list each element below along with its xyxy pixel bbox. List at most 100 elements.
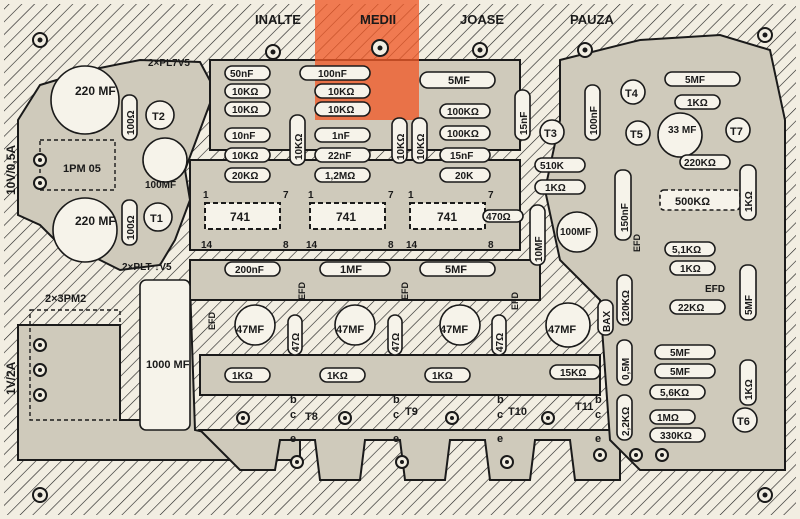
plug-bottom-label: 2×PLT ↓V5 (122, 262, 172, 273)
cap-220mf-bottom (52, 197, 118, 263)
lbl-500k: 500KΩ (675, 196, 710, 208)
cap-100mf-mid (556, 211, 598, 253)
lbl-10k-v1: 10KΩ (294, 134, 305, 160)
ic-pin-8-a: 8 (283, 240, 289, 251)
lbl-10nf: 10nF (232, 131, 255, 142)
lbl-5-6k: 5,6KΩ (660, 388, 689, 399)
pin-e-t9: e (393, 433, 399, 445)
label-47mf-1: 47MF (236, 324, 264, 336)
lbl-0-5m: 0,5M (621, 358, 632, 380)
ic-pin-8-b: 8 (388, 240, 394, 251)
pin-b-t10: b (497, 394, 504, 406)
lbl-t5: T5 (630, 129, 643, 141)
lbl-1k-a: 1KΩ (545, 183, 566, 194)
lbl-100-a: 100Ω (126, 110, 137, 135)
ic-label-c: 741 (437, 210, 457, 224)
lbl-100nf: 100nF (318, 69, 347, 80)
copper-lower-row (199, 354, 601, 396)
ic-pin-8-c: 8 (488, 240, 494, 251)
lbl-5mf-b2: 5MF (670, 367, 690, 378)
ic-741-medii (309, 202, 386, 230)
lbl-47-2: 47Ω (391, 333, 402, 352)
lbl-t1: T1 (150, 213, 163, 225)
band-label-joase: JOASE (460, 12, 504, 27)
cap-33mf (657, 112, 703, 158)
lbl-1k-d: 1KΩ (232, 371, 253, 382)
lbl-510k: 510K (540, 161, 565, 172)
lbl-10k-v3: 10KΩ (416, 134, 427, 160)
medii-highlight (315, 0, 419, 120)
pin-c-t8: c (290, 409, 296, 421)
label-33mf: 33 MF (668, 125, 696, 136)
ic-label-a: 741 (230, 210, 250, 224)
ic-pin-1-a: 1 (203, 190, 209, 201)
plug-outline (29, 309, 121, 421)
ic-741-joase (409, 202, 486, 230)
label-220mf-b: 220 MF (75, 214, 116, 228)
ic-label-b: 741 (336, 210, 356, 224)
cap-220mf-top (50, 65, 120, 135)
lbl-efd-2: EFD (297, 281, 307, 300)
lbl-150nf: 150nF (620, 203, 631, 232)
lbl-1-2m: 1,2MΩ (325, 171, 355, 182)
lbl-1k-e: 1KΩ (327, 371, 348, 382)
lbl-15nf-v: 15nF (519, 112, 530, 135)
lbl-100-b: 100Ω (126, 215, 137, 240)
lbl-10k-3: 10KΩ (232, 151, 258, 162)
ic-pin-1-c: 1 (408, 190, 414, 201)
lbl-5mf-top: 5MF (448, 75, 470, 87)
lbl-15k: 15KΩ (560, 368, 586, 379)
cap-47mf-2 (334, 304, 376, 346)
label-47mf-2: 47MF (336, 324, 364, 336)
lbl-200nf: 200nF (235, 265, 264, 276)
lbl-efd-4: EFD (510, 291, 520, 310)
lbl-50nf: 50nF (230, 69, 253, 80)
ic-741-inalte (204, 202, 281, 230)
lbl-t7: T7 (730, 126, 743, 138)
ic-pin-7-b: 7 (388, 190, 394, 201)
ic-pin-7-c: 7 (488, 190, 494, 201)
lbl-t2: T2 (152, 111, 165, 123)
lbl-20k-1: 20KΩ (232, 171, 258, 182)
lbl-t4: T4 (625, 88, 639, 100)
pin-e-t8: e (290, 433, 296, 445)
label-100mf-left: 100MF (145, 180, 176, 191)
lbl-10k-4: 10KΩ (328, 87, 354, 98)
cap-47mf-4 (545, 302, 591, 348)
pin-b-t11: b (595, 394, 602, 406)
lbl-bax: BAX (602, 311, 613, 332)
lbl-120k: 120KΩ (621, 290, 632, 322)
label-100mf-mid: 100MF (560, 227, 591, 238)
lbl-22k: 22KΩ (678, 303, 704, 314)
band-label-medii: MEDII (360, 12, 396, 27)
plug-top-label: 2×PL7V5 (148, 58, 190, 69)
cap-47mf-3 (439, 304, 481, 346)
lbl-100nf-v: 100nF (589, 106, 600, 135)
lbl-efd-5: EFD (632, 233, 642, 252)
lbl-5mf-m: 5MF (445, 264, 467, 276)
lbl-20k-2: 20K (455, 171, 474, 182)
label-47mf-4: 47MF (548, 324, 576, 336)
label-220mf-a: 220 MF (75, 84, 116, 98)
lbl-t10: T10 (508, 406, 527, 418)
lbl-efd-3: EFD (400, 281, 410, 300)
vertical-component-bodies (121, 84, 757, 441)
plug-label: 2×3PM2 (45, 293, 86, 305)
lbl-5-1k: 5,1KΩ (672, 245, 701, 256)
pin-e-t11: e (595, 433, 601, 445)
band-label-inalte: INALTE (255, 12, 301, 27)
cap-1000mf (139, 279, 191, 431)
bridge-label: 1PM 05 (63, 163, 101, 175)
lbl-220k: 220KΩ (684, 158, 716, 169)
solder-pads (32, 27, 773, 503)
cap-47mf-1 (234, 304, 276, 346)
ic-pin-14-b: 14 (306, 240, 318, 251)
lbl-100k-2: 100KΩ (447, 129, 479, 140)
ic-pin-1-b: 1 (308, 190, 314, 201)
lbl-100k-1: 100KΩ (447, 107, 479, 118)
lbl-10k-1: 10KΩ (232, 87, 258, 98)
lbl-15nf: 15nF (450, 151, 473, 162)
lbl-5mf-r: 5MF (685, 75, 705, 86)
